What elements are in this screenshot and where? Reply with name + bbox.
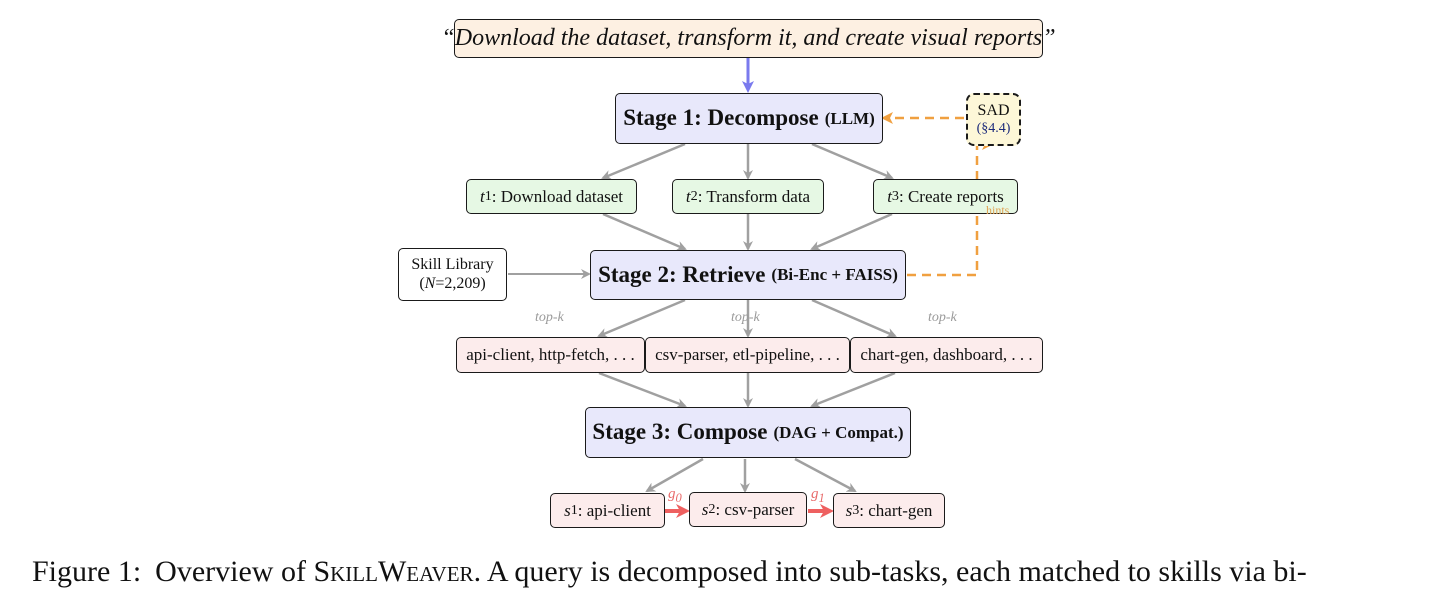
skill-library-size: (N=2,209) — [419, 274, 486, 292]
task-label: : Transform data — [697, 186, 811, 206]
step-label: : chart-gen — [859, 500, 933, 520]
step-label: : api-client — [577, 500, 651, 520]
stage1-box: Stage 1: Decompose (LLM) — [615, 93, 883, 144]
skill-library-box: Skill Library (N=2,209) — [398, 248, 507, 301]
arrow-stage3-to-s3 — [794, 457, 857, 493]
glue-index: 1 — [818, 491, 825, 505]
step-index: 3 — [852, 502, 860, 519]
arrow-stage3-to-s1 — [645, 457, 704, 493]
skill-candidates-2: csv-parser, etl-pipeline, . . . — [645, 337, 850, 373]
stage3-subtitle: (DAG + Compat.) — [773, 422, 904, 442]
stage2-box: Stage 2: Retrieve (Bi-Enc + FAISS) — [590, 250, 906, 300]
skill-library-n-var: N — [424, 274, 436, 292]
arrow-skills1-to-stage3 — [598, 371, 687, 408]
figure-caption: Figure 1: Overview of SkillWeaver. A quer… — [32, 552, 1432, 591]
task-var: t — [479, 186, 485, 206]
stage1-title: Stage 1: Decompose — [623, 105, 819, 131]
step-index: 1 — [570, 502, 578, 519]
system-name: SkillWeaver — [313, 555, 474, 588]
arrow-skills3-to-stage3 — [810, 371, 896, 408]
arrow-stage2-to-skills3 — [811, 298, 897, 338]
pipeline-diagram: “Download the dataset, transform it, and… — [398, 19, 1056, 528]
skill-candidates-1: api-client, http-fetch, . . . — [456, 337, 645, 373]
hints-label: hints — [986, 203, 1010, 217]
glue-index: 0 — [675, 491, 682, 505]
step-var: s — [845, 500, 853, 520]
skill-library-label: Skill Library — [411, 256, 494, 274]
sad-label: SAD — [977, 102, 1010, 120]
stage3-box: Stage 3: Compose (DAG + Compat.) — [585, 407, 911, 458]
task-var: t — [887, 186, 892, 206]
arrow-stage1-to-t3 — [811, 142, 894, 180]
caption-prefix: Overview of — [155, 555, 314, 588]
stage1-subtitle: (LLM) — [824, 108, 875, 128]
glue-var: g — [811, 486, 819, 502]
arrow-stage1-to-t1 — [601, 142, 686, 180]
task-index: 3 — [891, 188, 899, 205]
topk-label-1: top-k — [535, 310, 564, 325]
skill-candidates-text: api-client, http-fetch, . . . — [466, 345, 635, 365]
step-var: s — [564, 500, 571, 520]
sad-section-ref: (§4.4) — [976, 120, 1011, 136]
query-text: “Download the dataset, transform it, and… — [441, 24, 1056, 51]
sad-box: SAD (§4.4) — [966, 93, 1021, 146]
glue-label-g1: g1 — [811, 486, 825, 506]
skill-candidates-text: chart-gen, dashboard, . . . — [860, 345, 1033, 365]
task-index: 2 — [690, 188, 698, 205]
skill-candidates-text: csv-parser, etl-pipeline, . . . — [655, 345, 840, 365]
arrow-layer — [508, 58, 994, 518]
glue-label-g0: g0 — [668, 486, 682, 506]
caption-text: . A query is decomposed into sub-tasks, … — [473, 555, 1307, 588]
stage2-subtitle: (Bi-Enc + FAISS) — [771, 265, 898, 285]
skill-library-n-value: =2,209 — [435, 274, 481, 292]
query-box: “Download the dataset, transform it, and… — [441, 19, 1056, 58]
step-index: 2 — [708, 501, 716, 518]
glue-var: g — [668, 486, 676, 502]
arrow-t3-to-stage2 — [810, 212, 893, 251]
arrow-t1-to-stage2 — [602, 212, 687, 251]
topk-label-2: top-k — [731, 310, 760, 325]
figure-number: Figure 1: — [32, 555, 142, 588]
step-var: s — [701, 499, 709, 519]
topk-label-3: top-k — [928, 310, 957, 325]
skill-candidates-3: chart-gen, dashboard, . . . — [850, 337, 1043, 373]
stage3-title: Stage 3: Compose — [592, 419, 768, 445]
step-label: : csv-parser — [715, 499, 795, 519]
task-var: t — [685, 186, 691, 206]
arrow-stage2-to-skills1 — [597, 298, 686, 338]
stage2-title: Stage 2: Retrieve — [598, 261, 766, 287]
task-index: 1 — [484, 188, 492, 205]
task-label: : Create reports — [899, 186, 1004, 206]
task-label: : Download dataset — [491, 186, 624, 206]
